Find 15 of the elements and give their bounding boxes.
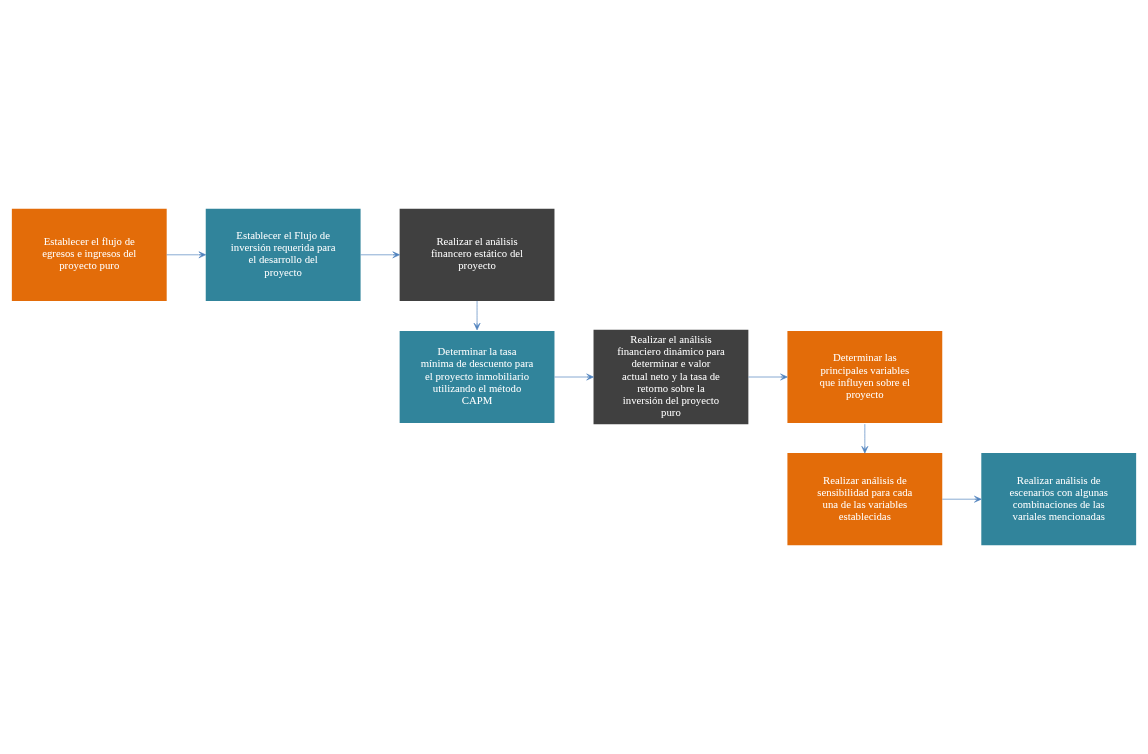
node-box: Realizar análisis de sensibilidad para cada una de las variables establecidas bbox=[787, 453, 943, 546]
arrow bbox=[861, 423, 869, 454]
node-box: Determinar la tasa mínima de descuento para el proyecto inmobiliario utilizando el método CAPM bbox=[399, 330, 555, 424]
arrow bbox=[473, 300, 481, 331]
arrow bbox=[748, 373, 788, 381]
arrow bbox=[554, 373, 594, 381]
arrow bbox=[360, 251, 400, 259]
arrow bbox=[941, 495, 982, 503]
node-box: Realizar análisis de escenarios con algunas combinaciones de las variales mencionadas bbox=[981, 453, 1137, 546]
node-box: Establecer el Flujo de inversión requerida para el desarrollo del proyecto bbox=[205, 208, 361, 301]
arrow bbox=[166, 251, 206, 259]
node-box: Realizar el análisis financero estático del proyecto bbox=[399, 208, 555, 301]
node-box: Determinar las principales variables que influyen sobre el proyecto bbox=[787, 330, 943, 424]
node-box: Realizar el análisis financiero dinámico para determinar e valor actual neto y la tasa de retorno sobre la inversión del proyecto puro bbox=[593, 329, 749, 425]
node-box: Establecer el flujo de egresos e ingresos del proyecto puro bbox=[11, 208, 167, 301]
